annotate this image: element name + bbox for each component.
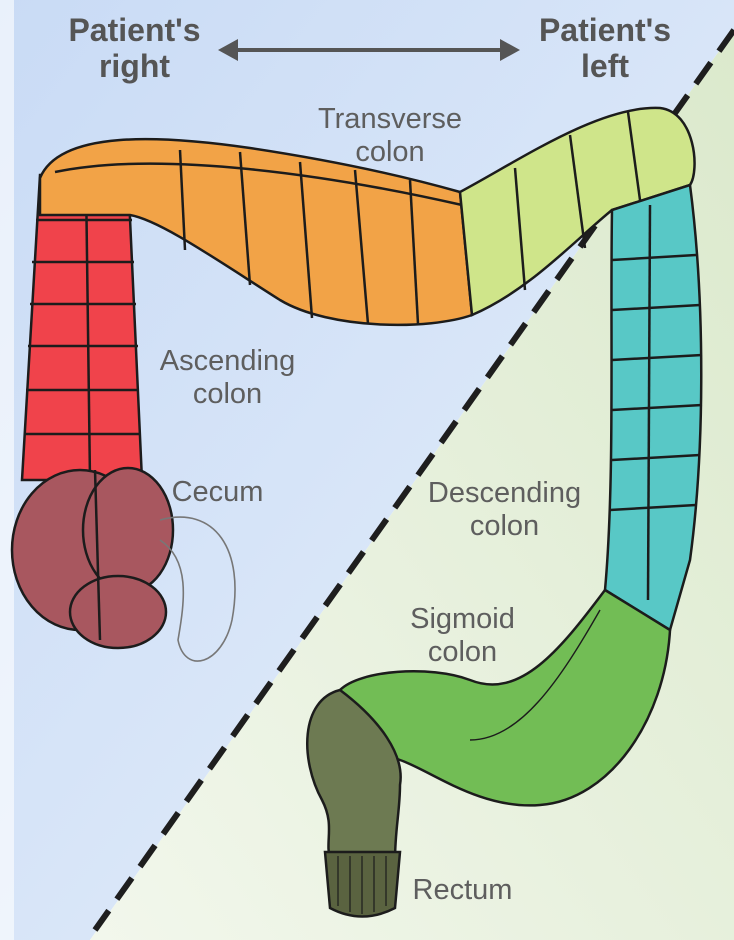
descending-colon (605, 185, 702, 630)
transverse-colon-label: Transverse colon (285, 103, 495, 169)
cecum-label: Cecum (155, 476, 280, 509)
patient-right-label: Patient's right (52, 12, 217, 84)
patient-left-label: Patient's left (520, 12, 690, 84)
ascending-colon-label: Ascending colon (135, 345, 320, 411)
rectum-label: Rectum (390, 874, 535, 907)
sigmoid-colon-label: Sigmoid colon (385, 603, 540, 669)
descending-colon-label: Descending colon (402, 477, 607, 543)
ascending-colon (22, 175, 142, 480)
